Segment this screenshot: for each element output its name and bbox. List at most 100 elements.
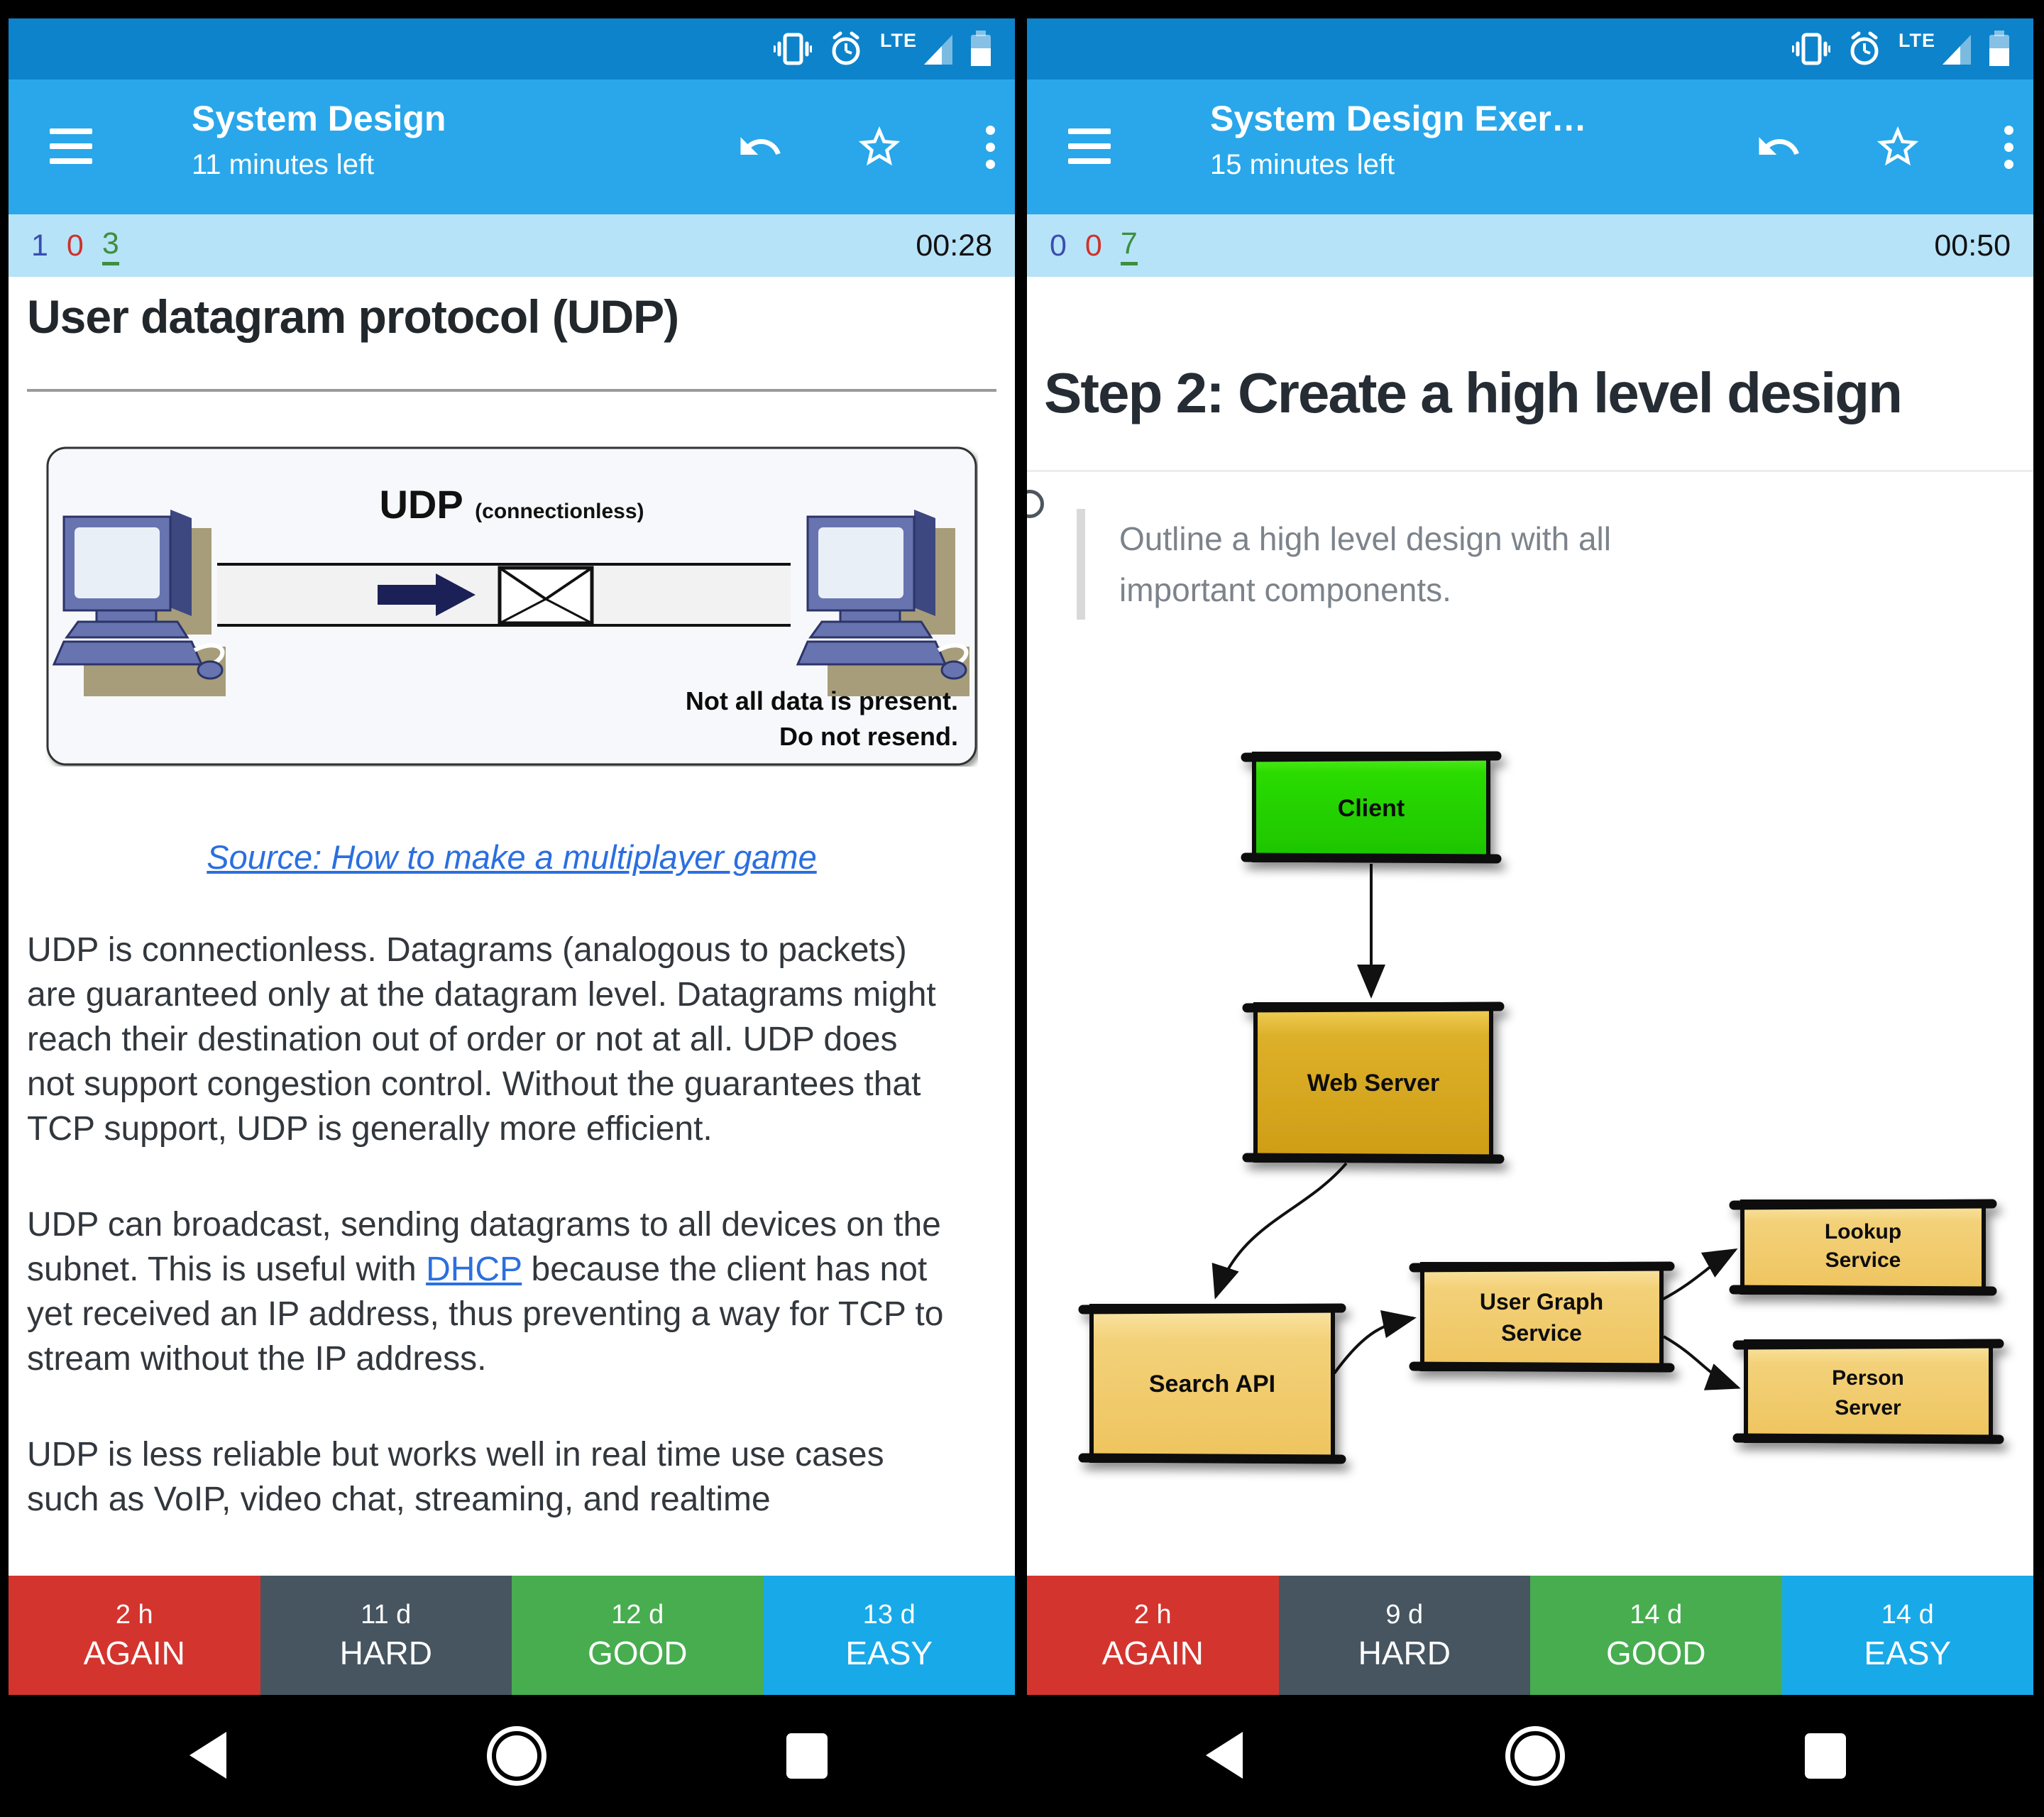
undo-icon[interactable]: [1752, 121, 1805, 173]
diagram-node-lookup-service: Lookup Service: [1729, 1199, 1997, 1296]
appbar-titles: System Design 11 minutes left: [192, 97, 446, 183]
paragraph-3: UDP is less reliable but works well in r…: [27, 1436, 884, 1518]
left-phone-screen: LTE System Design 11 minutes left: [9, 18, 1015, 1695]
menu-icon[interactable]: [1068, 123, 1111, 169]
edge-searchapi-usergraph: [1333, 1310, 1417, 1375]
battery-icon: [1989, 31, 2009, 66]
mark-star-icon[interactable]: [853, 121, 906, 173]
answer-buttons: 2 h AGAIN 11 d HARD 12 d GOOD 13 d EASY: [9, 1576, 1015, 1695]
recents-button-left[interactable]: [786, 1733, 828, 1779]
good-label: GOOD: [1605, 1635, 1706, 1671]
dhcp-link[interactable]: DHCP: [426, 1251, 522, 1288]
again-button[interactable]: 2 h AGAIN: [9, 1576, 260, 1695]
time-left-subtitle: 15 minutes left: [1210, 149, 1395, 180]
good-label: GOOD: [587, 1635, 688, 1671]
mark-star-icon[interactable]: [1872, 121, 1924, 173]
menu-icon[interactable]: [50, 123, 92, 169]
again-label: AGAIN: [83, 1635, 185, 1671]
back-button-left[interactable]: [1206, 1732, 1243, 1779]
node-label-lookup-2: Service: [1825, 1248, 1901, 1272]
app-bar: System Design Exer… 15 minutes left: [1027, 79, 2033, 214]
diagram-node-user-graph-service: User Graph Service: [1409, 1261, 1675, 1373]
good-interval: 14 d: [1630, 1600, 1683, 1630]
time-left-subtitle: 11 minutes left: [192, 149, 375, 180]
signal-icon: [924, 35, 952, 65]
good-button[interactable]: 12 d GOOD: [512, 1576, 764, 1695]
hard-interval: 11 d: [361, 1600, 412, 1630]
card-content: User datagram protocol (UDP): [9, 277, 1015, 1576]
undo-icon[interactable]: [734, 121, 786, 173]
again-button[interactable]: 2 h AGAIN: [1027, 1576, 1279, 1695]
node-label-person-1: Person: [1832, 1366, 1904, 1390]
answer-buttons: 2 h AGAIN 9 d HARD 14 d GOOD 14 d EASY: [1027, 1576, 2033, 1695]
status-bar: LTE: [1027, 18, 2033, 79]
figure-caption-1: Not all data is present.: [686, 686, 958, 715]
again-label: AGAIN: [1101, 1635, 1204, 1671]
svg-text:UDP (connectionles: UDP (connectionless): [379, 482, 644, 527]
review-count: 7: [1120, 226, 1138, 265]
paragraph-2: UDP can broadcast, sending datagrams to …: [27, 1202, 950, 1381]
edge-usergraph-person: [1663, 1335, 1741, 1390]
easy-button[interactable]: 14 d EASY: [1781, 1576, 2033, 1695]
lte-label: LTE: [1899, 29, 1935, 51]
app-bar: System Design 11 minutes left: [9, 79, 1015, 214]
status-bar: LTE: [9, 18, 1015, 79]
easy-button[interactable]: 13 d EASY: [763, 1576, 1015, 1695]
home-button-right[interactable]: [1505, 1726, 1565, 1786]
udp-figure: UDP (connectionless): [46, 446, 977, 766]
good-button[interactable]: 14 d GOOD: [1530, 1576, 1782, 1695]
back-button[interactable]: [189, 1732, 226, 1779]
hard-button[interactable]: 9 d HARD: [1278, 1576, 1530, 1695]
divider: [1027, 470, 2033, 472]
deck-title: System Design Exer…: [1210, 99, 1587, 138]
again-interval: 2 h: [1133, 1600, 1172, 1630]
learning-count: 0: [1084, 228, 1102, 263]
diagram-node-search-api: Search API: [1078, 1303, 1346, 1464]
figure-subtitle: (connectionless): [475, 500, 644, 523]
hard-label: HARD: [1358, 1635, 1451, 1671]
hard-interval: 9 d: [1385, 1600, 1424, 1630]
paragraph-1: UDP is connectionless. Datagrams (analog…: [27, 931, 936, 1148]
card-title: User datagram protocol (UDP): [27, 290, 679, 343]
signal-icon: [1943, 35, 1971, 65]
overflow-menu-icon[interactable]: [964, 121, 1015, 173]
lte-label: LTE: [880, 29, 917, 51]
hard-label: HARD: [339, 1635, 432, 1671]
easy-interval: 13 d: [862, 1600, 916, 1630]
edge-webserver-searchapi: [1211, 1162, 1348, 1300]
recents-button-right[interactable]: [1805, 1733, 1846, 1779]
node-label-person-2: Server: [1835, 1396, 1901, 1420]
overflow-menu-icon[interactable]: [1982, 121, 2033, 173]
packet-arrow-icon: [378, 573, 476, 616]
review-count: 3: [101, 226, 119, 265]
node-label-client: Client: [1338, 795, 1405, 822]
diagram-node-client: Client: [1241, 751, 1502, 864]
learning-count: 0: [66, 228, 84, 263]
easy-label: EASY: [1864, 1635, 1952, 1671]
node-label-user-graph-1: User Graph: [1480, 1289, 1603, 1314]
card-timer: 00:28: [916, 228, 992, 263]
anchor-link-icon: [1027, 490, 1044, 518]
divider: [27, 389, 996, 392]
source-link[interactable]: Source: How to make a multiplayer game: [207, 838, 817, 876]
card-content: Step 2: Create a high level design Outli…: [1027, 277, 2033, 1576]
high-level-design-diagram: Client Web Server Search API: [1078, 751, 2004, 1464]
easy-label: EASY: [845, 1635, 933, 1671]
again-interval: 2 h: [115, 1600, 153, 1630]
figure-title: UDP: [379, 482, 463, 527]
figure-caption-2: Do not resend.: [779, 722, 958, 751]
quote-block: Outline a high level design with all imp…: [1077, 509, 1744, 620]
right-phone-screen: LTE System Design Exer… 15 minutes left: [1027, 18, 2033, 1695]
node-label-lookup-1: Lookup: [1825, 1220, 1901, 1244]
deck-title: System Design: [192, 99, 446, 138]
node-label-web-server: Web Server: [1307, 1070, 1439, 1097]
home-button-left[interactable]: [487, 1726, 546, 1786]
appbar-titles: System Design Exer… 15 minutes left: [1210, 97, 1587, 183]
card-title: Step 2: Create a high level design: [1044, 361, 1903, 424]
alarm-icon: [1850, 31, 1879, 65]
alarm-icon: [832, 31, 860, 65]
hard-button[interactable]: 11 d HARD: [260, 1576, 512, 1695]
node-label-user-graph-2: Service: [1501, 1320, 1582, 1346]
vibrate-icon: [774, 33, 812, 65]
